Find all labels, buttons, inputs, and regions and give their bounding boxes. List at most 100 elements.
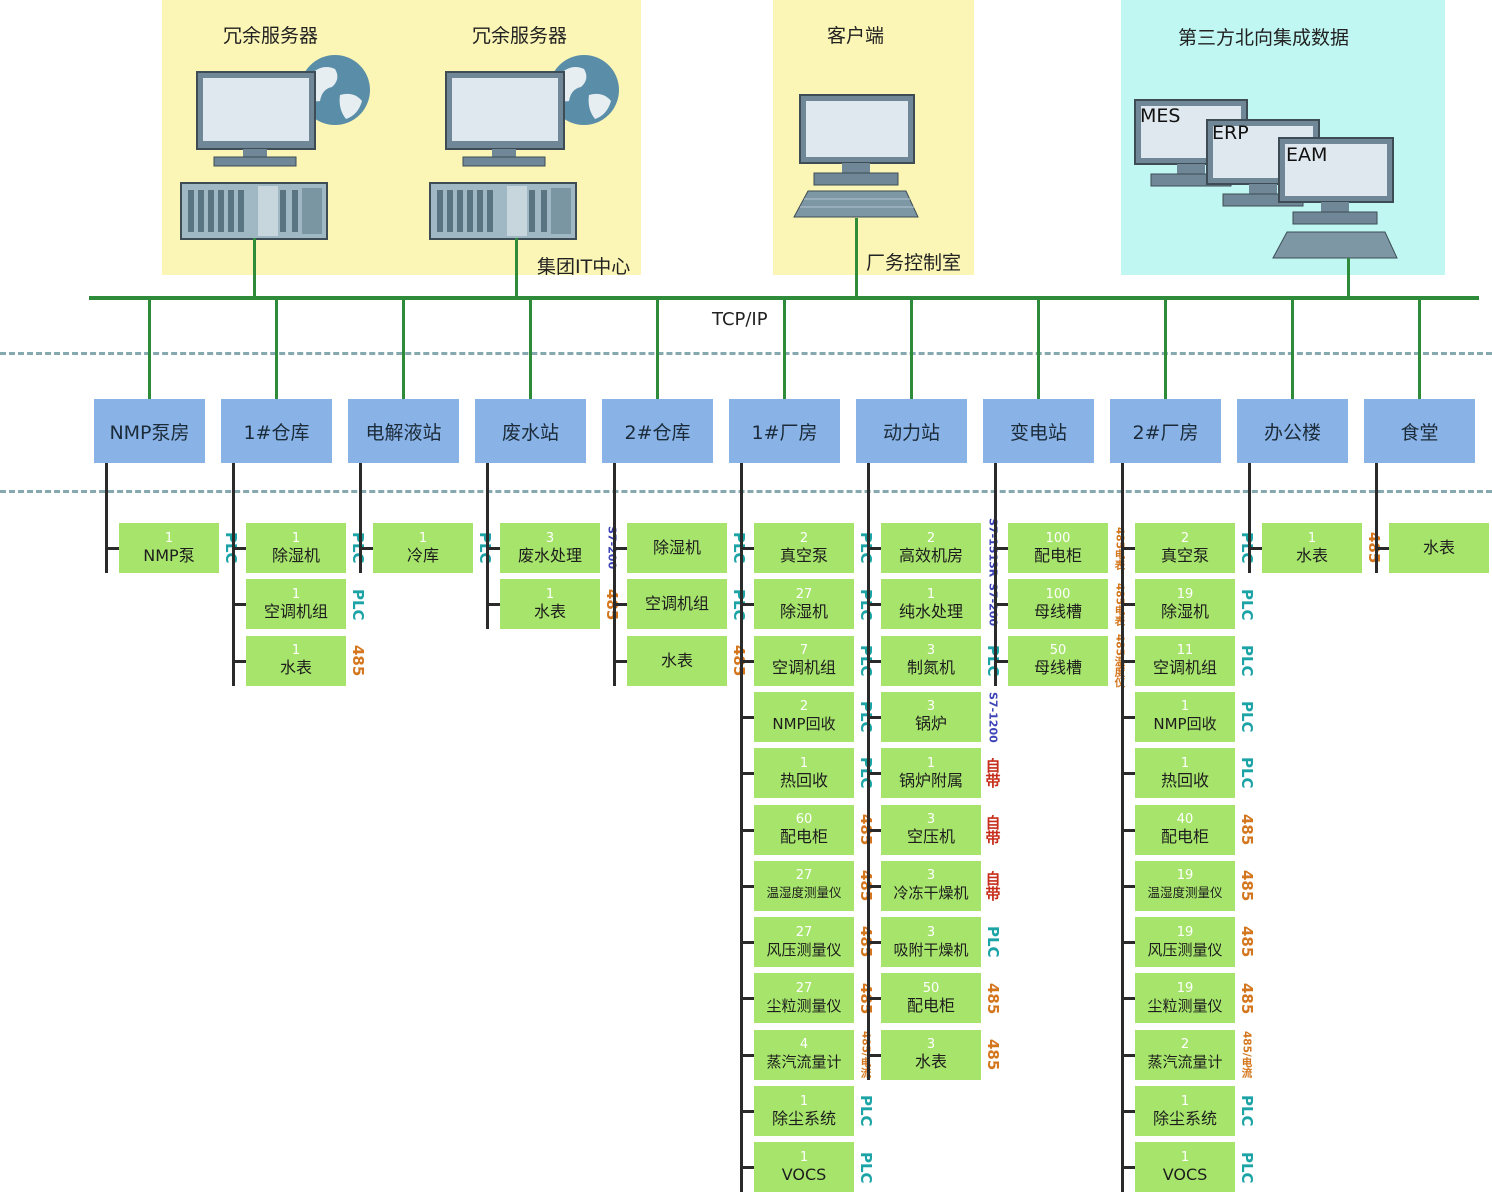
control-room-caption: 厂务控制室	[866, 252, 962, 274]
device-name: 热回收	[779, 770, 828, 790]
device-count: 19	[1176, 868, 1194, 884]
station-box[interactable]: NMP泵房	[94, 399, 205, 463]
device-connector	[867, 772, 881, 776]
device-connector	[1248, 547, 1262, 550]
device-connector	[740, 603, 754, 607]
device-connector	[740, 997, 754, 1001]
eam-computer-icon	[1272, 137, 1398, 259]
device-name: 锅炉	[914, 714, 947, 734]
device-connector	[1121, 997, 1135, 1001]
protocol-label: 485	[857, 926, 875, 958]
protocol-label: 485	[857, 982, 875, 1015]
station-box[interactable]: 动力站	[856, 399, 967, 463]
device-name: 冷冻干燥机	[893, 884, 969, 903]
client-title: 客户端	[827, 25, 885, 47]
protocol-label: 485	[1238, 926, 1256, 958]
device-count: 1	[1180, 699, 1190, 715]
device-connector	[359, 547, 373, 550]
device-name: 温湿度测量仪	[1147, 885, 1223, 901]
device-bus-line	[740, 463, 743, 1193]
protocol-label: 485	[984, 982, 1002, 1015]
station-box[interactable]: 办公楼	[1237, 399, 1348, 463]
device-connector	[867, 997, 881, 1001]
device-count: 19	[1176, 980, 1194, 996]
device-bus-line	[613, 463, 616, 686]
station-drop-line	[402, 298, 405, 399]
device-name: 除尘系统	[771, 1108, 836, 1128]
station-box[interactable]: 废水站	[475, 399, 586, 463]
station-box[interactable]: 食堂	[1364, 399, 1475, 463]
device-count: 1	[799, 755, 809, 771]
device-box: 水表	[1389, 523, 1489, 573]
device-count: 4	[799, 1037, 809, 1053]
protocol-label: PLC	[857, 1151, 875, 1184]
protocol-label: PLC	[1238, 1151, 1256, 1184]
station-label: 废水站	[501, 421, 559, 444]
device-connector	[1121, 884, 1135, 888]
device-name: 水表	[1422, 538, 1455, 557]
device-count: 1	[926, 586, 936, 602]
protocol-label: PLC	[857, 1095, 875, 1127]
station-box[interactable]: 电解液站	[348, 399, 459, 463]
device-name: 蒸汽流量计	[1147, 1053, 1223, 1072]
device-connector	[232, 603, 246, 607]
device-name: 温湿度测量仪	[766, 885, 842, 901]
station-box[interactable]: 变电站	[983, 399, 1094, 463]
device-count: 60	[795, 812, 813, 827]
device-connector	[740, 828, 754, 832]
protocol-label: 485	[603, 588, 621, 620]
device-count: 3	[926, 868, 936, 884]
protocol-label: PLC	[476, 532, 494, 564]
device-connector	[867, 659, 881, 663]
station-drop-line	[1291, 298, 1294, 399]
station-label: 动力站	[882, 421, 940, 444]
device-bus-line	[1375, 463, 1378, 573]
device-box: 空调机组	[627, 579, 727, 630]
protocol-label: PLC	[1238, 532, 1256, 564]
station-box[interactable]: 2#厂房	[1110, 399, 1221, 463]
device-count: 3	[926, 1037, 936, 1053]
device-name: NMP回收	[1153, 715, 1217, 734]
device-count: 19	[1176, 924, 1194, 940]
device-connector	[867, 828, 881, 832]
station-label: 食堂	[1400, 421, 1439, 444]
station-drop-line	[1164, 298, 1167, 399]
device-connector	[486, 603, 500, 607]
separator-top	[0, 352, 1492, 355]
device-connector	[486, 547, 500, 550]
device-name: 配电柜	[1033, 545, 1082, 565]
device-count: 1	[1180, 1093, 1190, 1109]
station-box[interactable]: 2#仓库	[602, 399, 713, 463]
protocol-label: PLC	[857, 532, 875, 564]
protocol-label: 485	[857, 813, 875, 846]
protocol-label: PLC	[857, 757, 875, 789]
device-count: 27	[795, 586, 813, 602]
erp-label: ERP	[1212, 122, 1249, 144]
protocol-label: PLC	[1238, 701, 1256, 733]
protocol-label: 485	[1365, 532, 1383, 564]
device-bus-line	[232, 463, 235, 686]
device-name: 废水处理	[517, 545, 582, 565]
device-name: 配电柜	[1160, 827, 1209, 846]
station-label: 2#仓库	[624, 421, 691, 444]
station-box[interactable]: 1#仓库	[221, 399, 332, 463]
station-box[interactable]: 1#厂房	[729, 399, 840, 463]
device-count: 2	[926, 530, 936, 546]
device-count: 1	[418, 530, 428, 546]
device-connector	[740, 884, 754, 888]
device-connector	[740, 941, 754, 945]
